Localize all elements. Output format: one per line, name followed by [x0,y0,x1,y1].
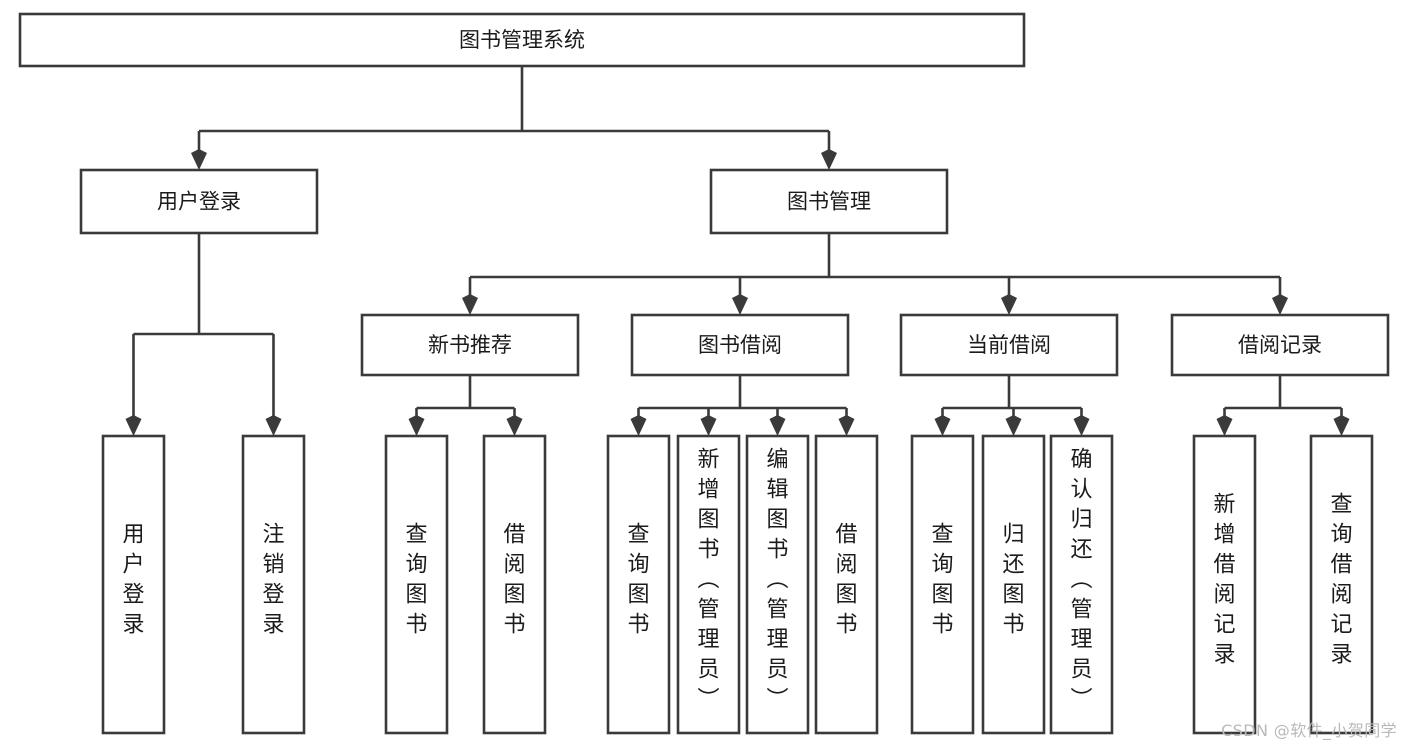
leaf-node-leaf-edit-book-admin[interactable]: 编辑图书︵管理员︶ [745,434,810,735]
connector-lines [125,66,1350,436]
leaf-node-leaf-borrow-book-rec[interactable]: 借阅图书 [482,434,547,735]
conn-book-borrow-to-leaf-query-book-arrow-icon [630,415,647,436]
leaf-label-leaf-logout: 注销登录 [262,523,284,638]
node-boxes: 图书管理系统用户登录图书管理新书推荐图书借阅当前借阅借阅记录用户登录注销登录查询… [18,12,1390,735]
conn-current-borrow-to-leaf-confirm-return-admin-arrow-icon [1073,415,1090,436]
leaf-node-leaf-logout[interactable]: 注销登录 [241,434,306,735]
node-book-manage[interactable]: 图书管理 [709,168,949,235]
leaf-label-leaf-user-login: 用户登录 [122,523,144,638]
conn-book-borrow-to-leaf-add-book-admin-arrow-icon [700,415,717,436]
conn-bm-to-book-borrow-arrow-icon [732,294,748,315]
leaf-node-leaf-confirm-return-admin[interactable]: 确认归还︵管理员︶ [1049,434,1114,735]
leaf-node-leaf-query-book-rec[interactable]: 查询图书 [384,434,449,735]
node-book-borrow[interactable]: 图书借阅 [630,313,850,377]
node-root-root-label: 图书管理系统 [459,28,585,52]
node-root-root[interactable]: 图书管理系统 [18,12,1026,68]
leaf-label-leaf-query-book-rec: 查询图书 [405,523,427,638]
conn-new-book-recommend-to-leaf-borrow-book-rec-arrow-icon [506,415,523,436]
conn-bm-to-current-borrow-arrow-icon [1001,294,1017,315]
node-user-login[interactable]: 用户登录 [79,168,319,235]
leaf-label-leaf-edit-book-admin: 编辑图书︵管理员︶ [766,448,788,713]
conn-bm-to-borrow-record-arrow-icon [1272,294,1288,315]
leaf-node-leaf-borrow-book[interactable]: 借阅图书 [814,434,879,735]
conn-book-borrow-to-leaf-borrow-book-arrow-icon [838,415,855,436]
conn-root-to-user-login-arrow-icon [191,149,207,170]
leaf-label-leaf-query-borrow-record: 查询借阅记录 [1330,493,1352,668]
leaf-node-leaf-query-borrow-record[interactable]: 查询借阅记录 [1309,434,1374,735]
conn-borrow-record-to-leaf-query-borrow-record-arrow-icon [1333,415,1350,436]
conn-current-borrow-to-leaf-query-book-cur-arrow-icon [934,415,951,436]
conn-current-borrow-to-leaf-return-book-arrow-icon [1005,415,1022,436]
node-book-manage-label: 图书管理 [787,190,871,214]
leaf-node-leaf-add-borrow-record[interactable]: 新增借阅记录 [1192,434,1257,735]
node-borrow-record[interactable]: 借阅记录 [1170,313,1390,377]
leaf-label-leaf-return-book: 归还图书 [1002,523,1024,638]
conn-bm-to-new-book-recommend-arrow-icon [462,294,478,315]
conn-user-login-to-leaf-user-login-arrow-icon [125,415,142,436]
node-new-book-recommend[interactable]: 新书推荐 [360,313,580,377]
conn-user-login-to-leaf-logout-arrow-icon [265,415,282,436]
conn-book-borrow-to-leaf-edit-book-admin-arrow-icon [769,415,786,436]
leaf-node-leaf-query-book[interactable]: 查询图书 [606,434,671,735]
node-new-book-recommend-label: 新书推荐 [428,333,512,357]
leaf-node-leaf-user-login[interactable]: 用户登录 [101,434,166,735]
leaf-label-leaf-add-borrow-record: 新增借阅记录 [1213,493,1235,668]
leaf-node-leaf-add-book-admin[interactable]: 新增图书︵管理员︶ [676,434,741,735]
leaf-label-leaf-query-book-cur: 查询图书 [931,523,953,638]
node-book-borrow-label: 图书借阅 [698,333,782,357]
node-current-borrow-label: 当前借阅 [967,333,1051,357]
node-user-login-label: 用户登录 [157,190,241,214]
leaf-label-leaf-borrow-book: 借阅图书 [835,523,857,638]
leaf-label-leaf-add-book-admin: 新增图书︵管理员︶ [697,448,719,713]
node-borrow-record-label: 借阅记录 [1238,333,1322,357]
leaf-label-leaf-confirm-return-admin: 确认归还︵管理员︶ [1070,448,1092,713]
leaf-node-leaf-query-book-cur[interactable]: 查询图书 [910,434,975,735]
leaf-label-leaf-query-book: 查询图书 [627,523,649,638]
conn-borrow-record-to-leaf-add-borrow-record-arrow-icon [1216,415,1233,436]
conn-new-book-recommend-to-leaf-query-book-rec-arrow-icon [408,415,425,436]
conn-root-to-book-manage-arrow-icon [821,149,837,170]
leaf-label-leaf-borrow-book-rec: 借阅图书 [503,523,525,638]
node-current-borrow[interactable]: 当前借阅 [899,313,1119,377]
leaf-node-leaf-return-book[interactable]: 归还图书 [981,434,1046,735]
